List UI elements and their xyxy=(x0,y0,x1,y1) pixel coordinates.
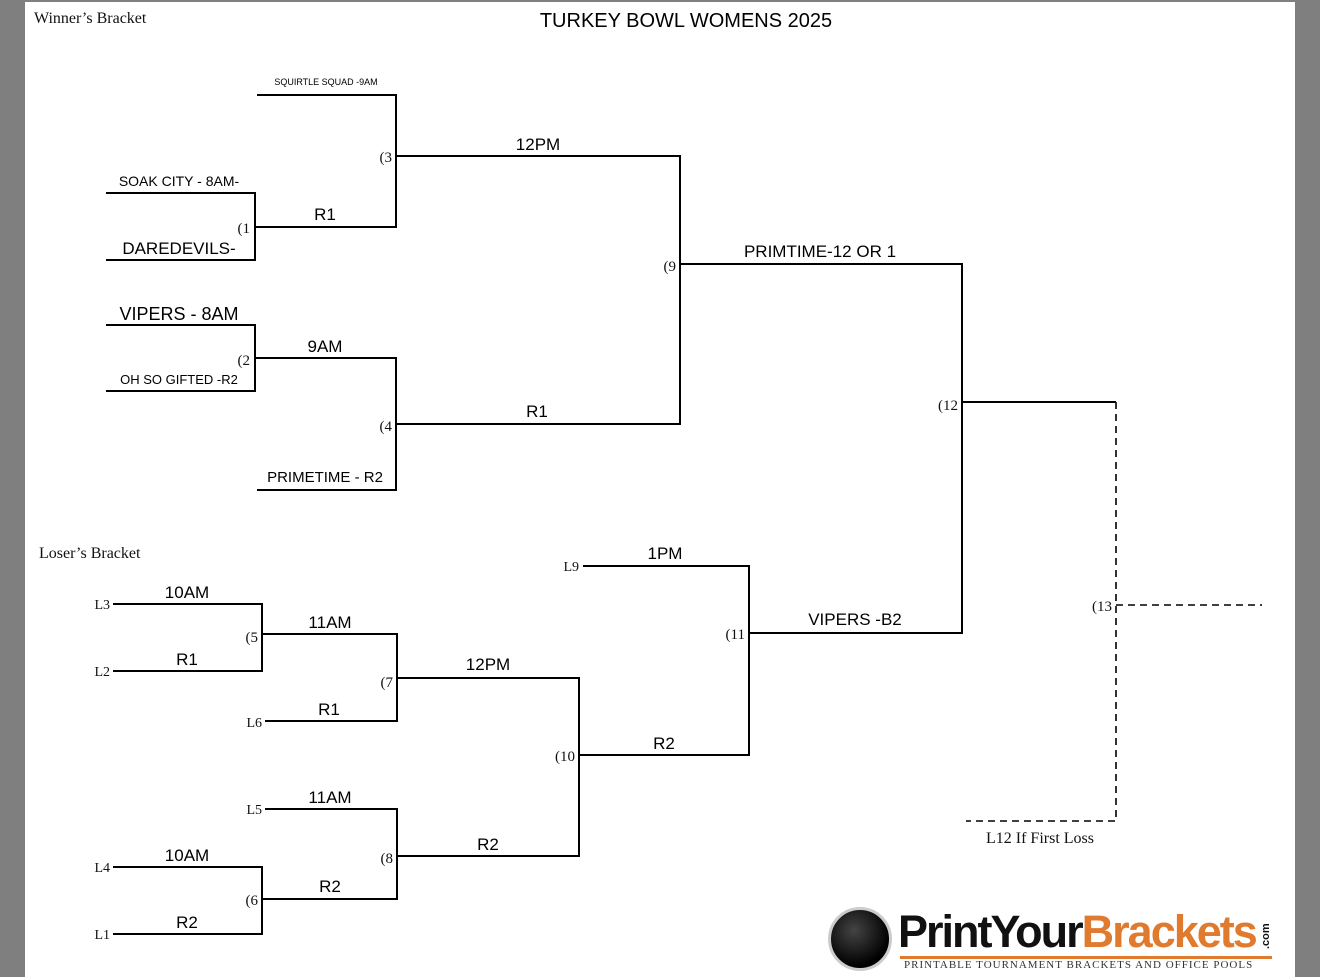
game10-result: R2 xyxy=(653,734,675,753)
game-number-4: (4 xyxy=(380,419,393,435)
logo-wordmark: PrintYourBrackets xyxy=(898,906,1258,957)
bracket-logo-icon xyxy=(828,907,892,971)
logo-name-a: PrintYour xyxy=(898,906,1084,957)
game8-bracket-line xyxy=(262,808,398,900)
game11-result: VIPERS -B2 xyxy=(808,610,902,629)
printyourbrackets-logo: PrintYourBrackets .com PRINTABLE TOURNAM… xyxy=(828,905,1273,973)
logo-tagline: PRINTABLE TOURNAMENT BRACKETS AND OFFICE… xyxy=(904,959,1254,971)
game4-result: R1 xyxy=(526,402,548,421)
team-primetime: PRIMETIME - R2 xyxy=(267,469,383,486)
game6-result: R2 xyxy=(319,877,341,896)
team-vipers: VIPERS - 8AM xyxy=(119,304,238,324)
team-daredevils: DAREDEVILS- xyxy=(122,239,235,258)
game3-bracket-line xyxy=(255,94,397,228)
game4-bracket-line xyxy=(255,357,397,491)
game9-result: PRIMTIME-12 OR 1 xyxy=(744,242,896,261)
l4-label: 10AM xyxy=(165,846,209,865)
bracket-page xyxy=(25,2,1295,977)
game7-result: 12PM xyxy=(466,655,510,674)
game-number-12: (12 xyxy=(938,398,958,414)
game13-dashed-line xyxy=(966,402,1117,822)
l12-note: L12 If First Loss xyxy=(986,830,1094,847)
l1-label: R2 xyxy=(176,913,198,932)
game6-bracket-line xyxy=(113,866,263,935)
game1-result: R1 xyxy=(314,205,336,224)
game10-bracket-line xyxy=(397,677,580,857)
l5-label: 11AM xyxy=(308,788,351,807)
game-number-8: (8 xyxy=(381,851,394,867)
team-soak-city: SOAK CITY - 8AM- xyxy=(119,173,240,189)
game-number-11: (11 xyxy=(726,627,745,643)
game3-result: 12PM xyxy=(516,135,560,154)
seed-l3: L3 xyxy=(94,598,110,613)
game-number-13: (13 xyxy=(1092,599,1112,615)
l3-label: 10AM xyxy=(165,583,209,602)
seed-l2: L2 xyxy=(94,665,110,680)
seed-l4: L4 xyxy=(94,861,110,876)
team-oh-so-gifted: OH SO GIFTED -R2 xyxy=(120,372,238,387)
game-number-3: (3 xyxy=(380,150,393,166)
game-number-7: (7 xyxy=(381,675,394,691)
game-number-2: (2 xyxy=(238,353,251,369)
logo-name-b: Brackets xyxy=(1081,906,1258,957)
game1-bracket-line xyxy=(106,192,256,261)
game11-bracket-line xyxy=(579,565,750,756)
game2-result: 9AM xyxy=(308,337,343,356)
game5-bracket-line xyxy=(113,603,263,672)
game-number-10: (10 xyxy=(555,749,575,765)
team-squirtle: SQUIRTLE SQUAD -9AM xyxy=(274,77,377,87)
game-number-9: (9 xyxy=(664,259,677,275)
l9-label: 1PM xyxy=(648,544,683,563)
game-number-1: (1 xyxy=(238,221,251,237)
seed-l5: L5 xyxy=(246,803,262,818)
logo-underline xyxy=(900,956,1272,959)
game12-bracket-line xyxy=(680,263,963,634)
losers-heading: Loser’s Bracket xyxy=(39,545,141,562)
game-number-6: (6 xyxy=(246,893,259,909)
game9-bracket-line xyxy=(396,155,681,425)
seed-l9: L9 xyxy=(563,560,579,575)
game8-result: R2 xyxy=(477,835,499,854)
game5-result: 11AM xyxy=(308,613,351,632)
l6-label: R1 xyxy=(318,700,340,719)
seed-l1: L1 xyxy=(94,928,110,943)
seed-l6: L6 xyxy=(246,716,262,731)
game-number-5: (5 xyxy=(246,630,259,646)
winners-heading: Winner’s Bracket xyxy=(34,10,147,27)
logo-com: .com xyxy=(1260,923,1272,949)
l2-label: R1 xyxy=(176,650,198,669)
page-title: TURKEY BOWL WOMENS 2025 xyxy=(540,10,832,32)
